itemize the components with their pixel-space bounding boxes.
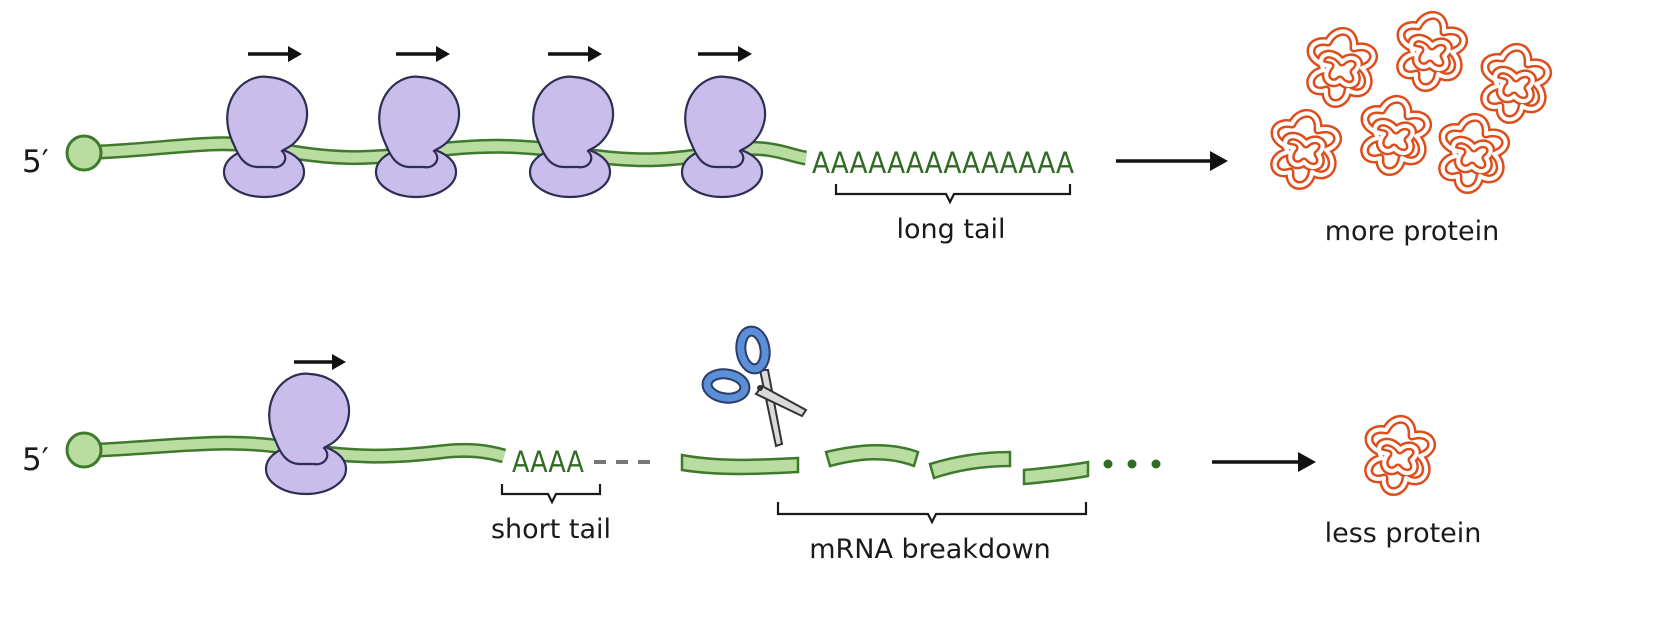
top-direction-arrow bbox=[698, 46, 752, 62]
top-direction-arrow bbox=[248, 46, 302, 62]
top-direction-arrow bbox=[396, 46, 450, 62]
top-direction-arrow bbox=[548, 46, 602, 62]
bottom-five-prime-cap bbox=[65, 431, 103, 469]
protein-icon bbox=[1365, 99, 1428, 171]
bottom-mrna-strand bbox=[99, 435, 507, 464]
protein-icon bbox=[1275, 113, 1338, 185]
protein-cluster bbox=[1275, 15, 1548, 189]
mrna-fragments bbox=[680, 444, 1090, 486]
bottom-result-arrow bbox=[1212, 452, 1316, 472]
less-protein-label: less protein bbox=[1325, 518, 1482, 549]
top-row: 5′ AAAAAAAAAAAAAA long tail more protein bbox=[22, 15, 1548, 247]
mrna-fragment bbox=[824, 444, 920, 468]
mrna-fragment bbox=[680, 453, 800, 476]
more-protein-label: more protein bbox=[1325, 216, 1500, 247]
top-ribosome bbox=[374, 75, 461, 199]
top-result-arrow bbox=[1116, 151, 1228, 171]
mrna-fragment bbox=[1022, 460, 1090, 486]
mrna-fragment bbox=[928, 450, 1012, 480]
short-tail-brace bbox=[500, 484, 602, 505]
bottom-five-prime-label: 5′ bbox=[22, 442, 49, 478]
protein-icon bbox=[1369, 419, 1432, 491]
scissors-icon bbox=[701, 325, 808, 448]
mrna-breakdown-label: mRNA breakdown bbox=[809, 534, 1051, 565]
top-poly-a-tail: AAAAAAAAAAAAAA bbox=[812, 146, 1074, 180]
protein-icon bbox=[1401, 15, 1464, 87]
bottom-poly-a-tail: AAAA bbox=[512, 445, 584, 479]
top-five-prime-label: 5′ bbox=[22, 144, 49, 180]
short-tail-label: short tail bbox=[491, 514, 611, 545]
ellipsis-dots bbox=[1103, 459, 1161, 469]
long-tail-brace bbox=[834, 184, 1072, 205]
protein-icon bbox=[1311, 31, 1374, 103]
protein-icon bbox=[1443, 117, 1506, 189]
top-ribosome bbox=[222, 75, 309, 199]
bottom-direction-arrow bbox=[294, 354, 346, 370]
bottom-ribosome bbox=[264, 372, 351, 496]
bottom-row: 5′ AAAA short tail bbox=[22, 325, 1482, 565]
top-ribosome bbox=[528, 75, 615, 199]
top-ribosome bbox=[680, 75, 767, 199]
mrna-breakdown-brace bbox=[776, 502, 1088, 525]
top-five-prime-cap bbox=[65, 134, 103, 172]
protein-icon bbox=[1485, 47, 1548, 119]
long-tail-label: long tail bbox=[897, 214, 1006, 245]
